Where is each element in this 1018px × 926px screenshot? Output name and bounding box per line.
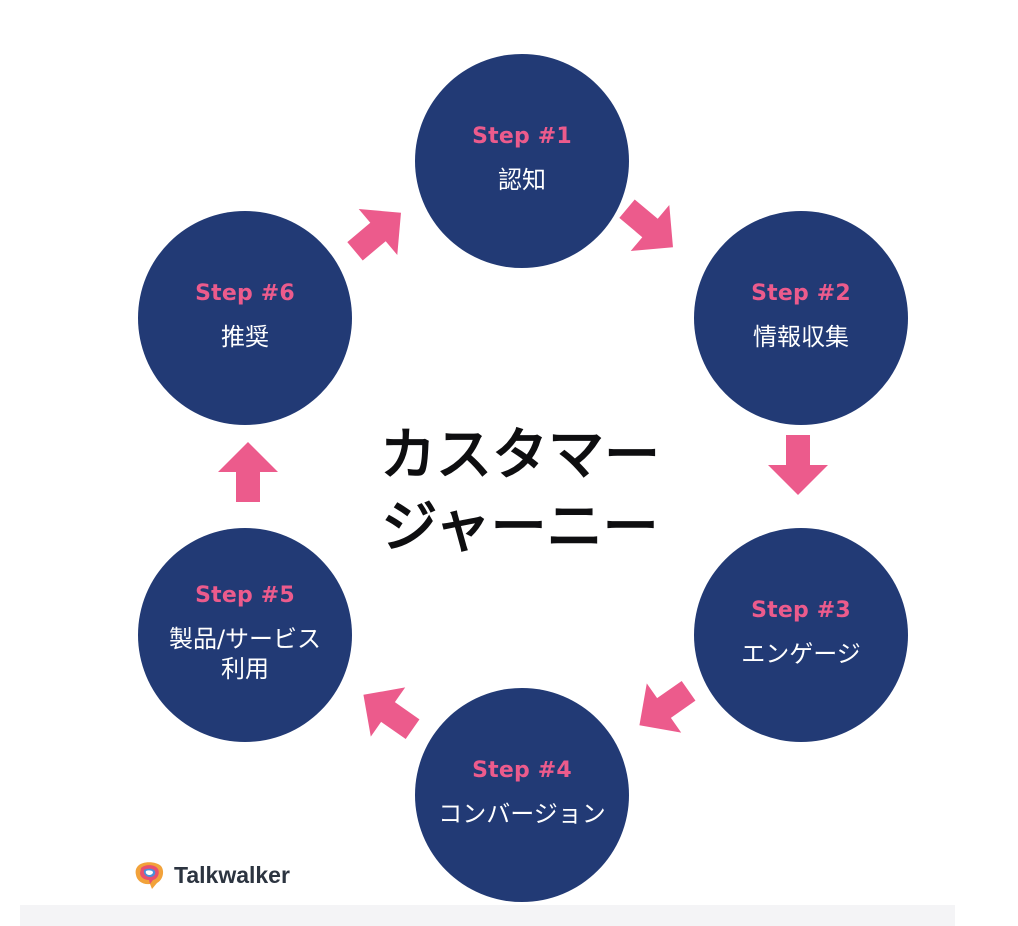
talkwalker-logo-text: Talkwalker [174, 861, 290, 888]
step-2-number: Step #2 [751, 280, 851, 306]
step-5-label: 製品/サービス 利用 [168, 624, 322, 683]
step-6-label: 推奨 [221, 322, 269, 351]
arrow-icon [766, 433, 830, 497]
arrow-icon [605, 183, 695, 273]
step-6-number: Step #6 [195, 280, 295, 306]
step-1-circle: Step #1 認知 [415, 54, 629, 268]
arrow-icon [343, 667, 432, 756]
arrow-icon [216, 440, 280, 504]
arrow-icon [619, 663, 708, 752]
step-3-number: Step #3 [751, 597, 851, 623]
step-5-circle: Step #5 製品/サービス 利用 [138, 528, 352, 742]
talkwalker-logo-icon [135, 862, 164, 889]
arrow-icon [333, 187, 423, 277]
step-3-circle: Step #3 エンゲージ [694, 528, 908, 742]
step-2-circle: Step #2 情報収集 [694, 211, 908, 425]
step-1-label: 認知 [498, 165, 546, 194]
step-6-circle: Step #6 推奨 [138, 211, 352, 425]
talkwalker-logo: Talkwalker [132, 858, 290, 892]
step-4-label: コンバージョン [438, 799, 606, 828]
bottom-band [20, 905, 955, 926]
step-5-number: Step #5 [195, 582, 295, 608]
step-4-number: Step #4 [472, 757, 572, 783]
diagram-title: カスタマー ジャーニー [380, 423, 660, 560]
step-3-label: エンゲージ [741, 639, 861, 668]
step-4-circle: Step #4 コンバージョン [415, 688, 629, 902]
step-2-label: 情報収集 [753, 322, 849, 351]
step-1-number: Step #1 [472, 123, 572, 149]
